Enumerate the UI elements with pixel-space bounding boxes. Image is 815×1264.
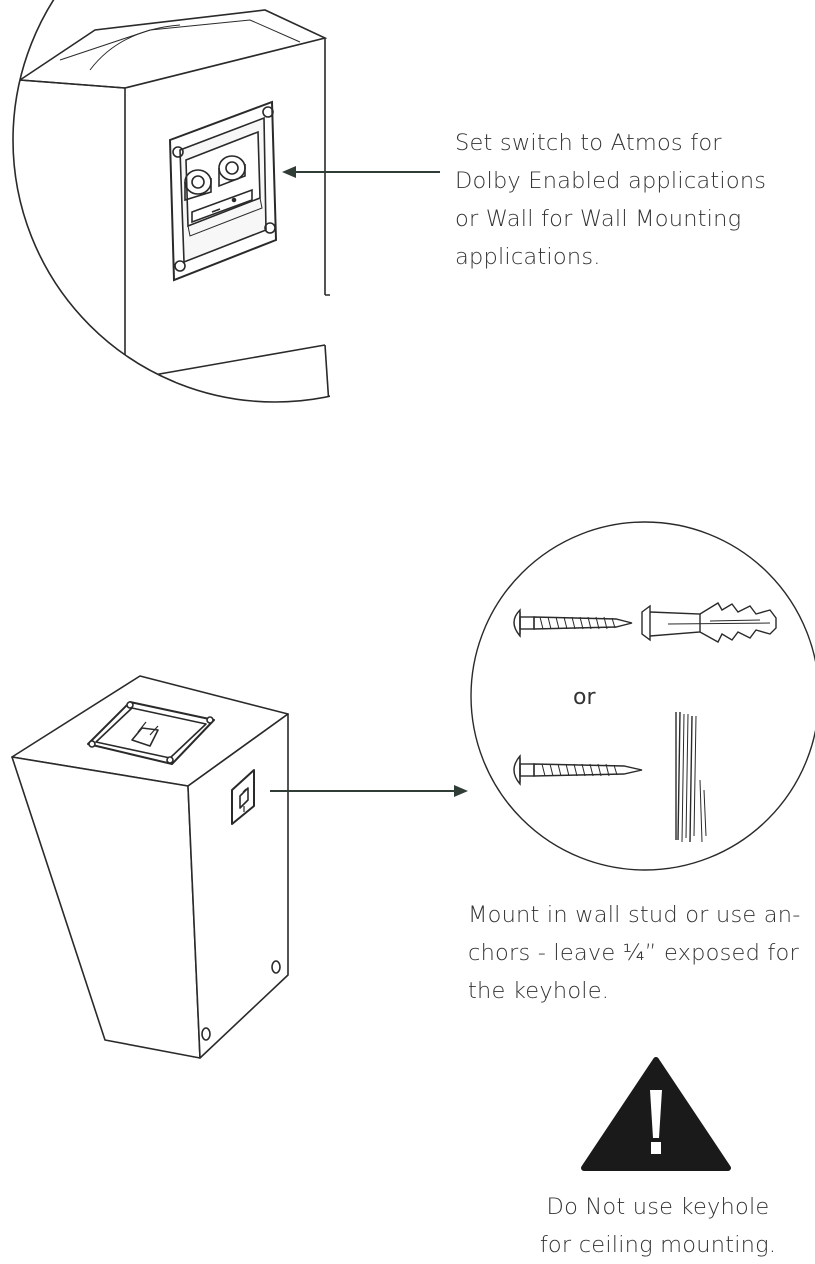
caption-line: Set switch to Atmos for: [455, 130, 722, 156]
caption-line: chors - leave ¼” exposed for: [468, 940, 799, 966]
arc-mask: [330, 0, 815, 420]
caption-line: or Wall for Wall Mounting: [455, 206, 742, 232]
caption-line: Dolby Enabled applications: [455, 168, 767, 194]
screw-icon: [513, 608, 521, 638]
mount-instruction: Mount in wall stud or use an- chors - le…: [468, 896, 801, 1010]
caption-line: applications.: [455, 244, 601, 270]
caption-line: the keyhole.: [468, 978, 610, 1004]
stud-icon: [675, 711, 707, 843]
warning-text: Do Not use keyhole for ceiling mounting.: [527, 1188, 789, 1264]
caption-line: for ceiling mounting.: [539, 1232, 777, 1258]
switch-instruction: Set switch to Atmos for Dolby Enabled ap…: [455, 124, 766, 276]
or-label: or: [573, 685, 596, 710]
screw-icon: [513, 754, 521, 786]
anchor-icon: [641, 604, 651, 642]
caption-line: Do Not use keyhole: [546, 1194, 770, 1220]
caption-line: Mount in wall stud or use an-: [468, 902, 801, 928]
